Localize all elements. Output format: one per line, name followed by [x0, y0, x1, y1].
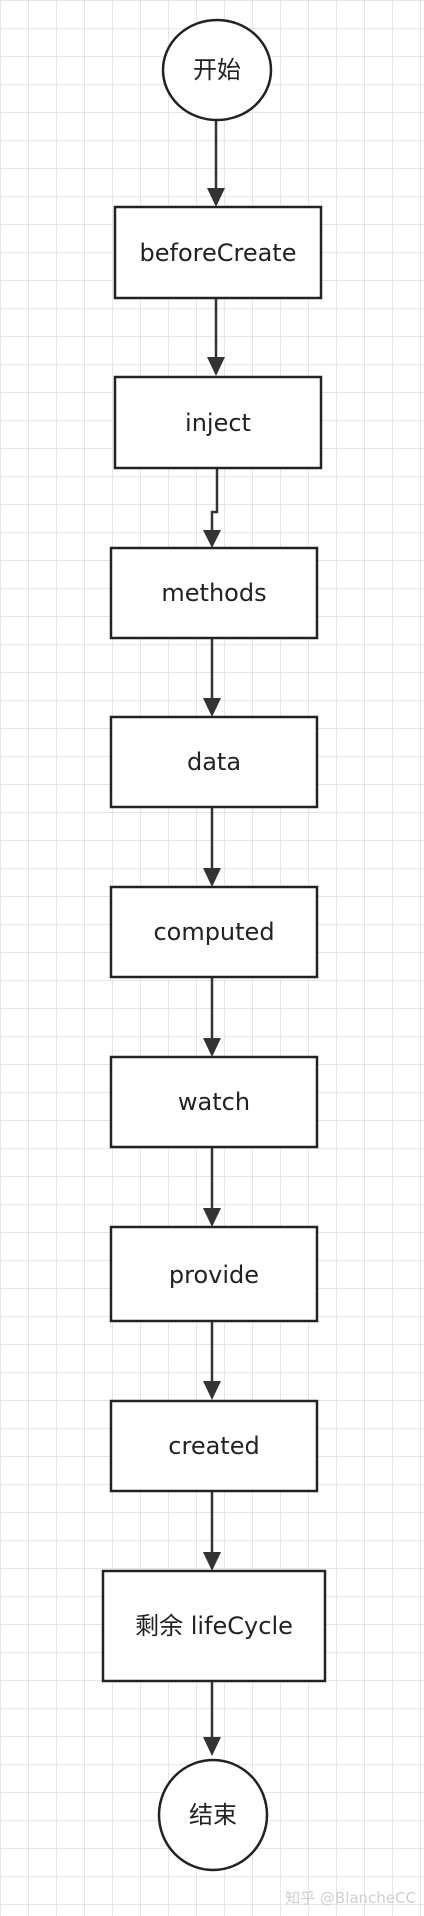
node-rest-lifecycle: 剩余 lifeCycle [101, 1569, 327, 1683]
inject-label: inject [185, 409, 251, 437]
edge-methods-to-data [203, 638, 221, 717]
before-create-box [113, 205, 323, 300]
edge-computed-to-watch [203, 977, 221, 1057]
edge-watch-to-provide [203, 1147, 221, 1227]
node-methods: methods [109, 546, 319, 640]
created-box [109, 1399, 319, 1493]
before-create-label: beforeCreate [140, 239, 297, 267]
rest-lifecycle-label: 剩余 lifeCycle [135, 1612, 293, 1640]
data-label: data [187, 748, 241, 776]
node-computed: computed [109, 885, 319, 979]
edge-data-to-computed [203, 807, 221, 887]
rest-lifecycle-box [101, 1569, 327, 1683]
node-before-create: beforeCreate [113, 205, 323, 300]
data-box [109, 715, 319, 809]
edge-inject-to-methods [203, 468, 221, 548]
watch-label: watch [178, 1088, 250, 1116]
watch-box [109, 1055, 319, 1149]
methods-box [109, 546, 319, 640]
node-end: 结束 [157, 1758, 269, 1872]
node-watch: watch [109, 1055, 319, 1149]
provide-label: provide [169, 1261, 259, 1289]
inject-box [113, 375, 323, 470]
end-oval [157, 1758, 269, 1872]
computed-label: computed [153, 918, 274, 946]
node-provide: provide [109, 1225, 319, 1323]
provide-box [109, 1225, 319, 1323]
edge-beforecreate-to-inject [207, 298, 225, 376]
node-inject: inject [113, 375, 323, 470]
watermark: 知乎 @BlancheCC [285, 1889, 416, 1907]
edge-provide-to-created [203, 1321, 221, 1400]
methods-label: methods [161, 579, 266, 607]
edge-created-to-rest-lifecycle [203, 1491, 221, 1571]
created-label: created [168, 1432, 259, 1460]
start-label: 开始 [193, 56, 241, 84]
node-start: 开始 [161, 18, 273, 122]
end-label: 结束 [189, 1801, 237, 1829]
computed-box [109, 885, 319, 979]
node-created: created [109, 1399, 319, 1493]
edge-start-to-beforecreate [207, 118, 225, 207]
node-data: data [109, 715, 319, 809]
start-oval [161, 18, 273, 122]
edge-rest-lifecycle-to-end [203, 1681, 221, 1756]
